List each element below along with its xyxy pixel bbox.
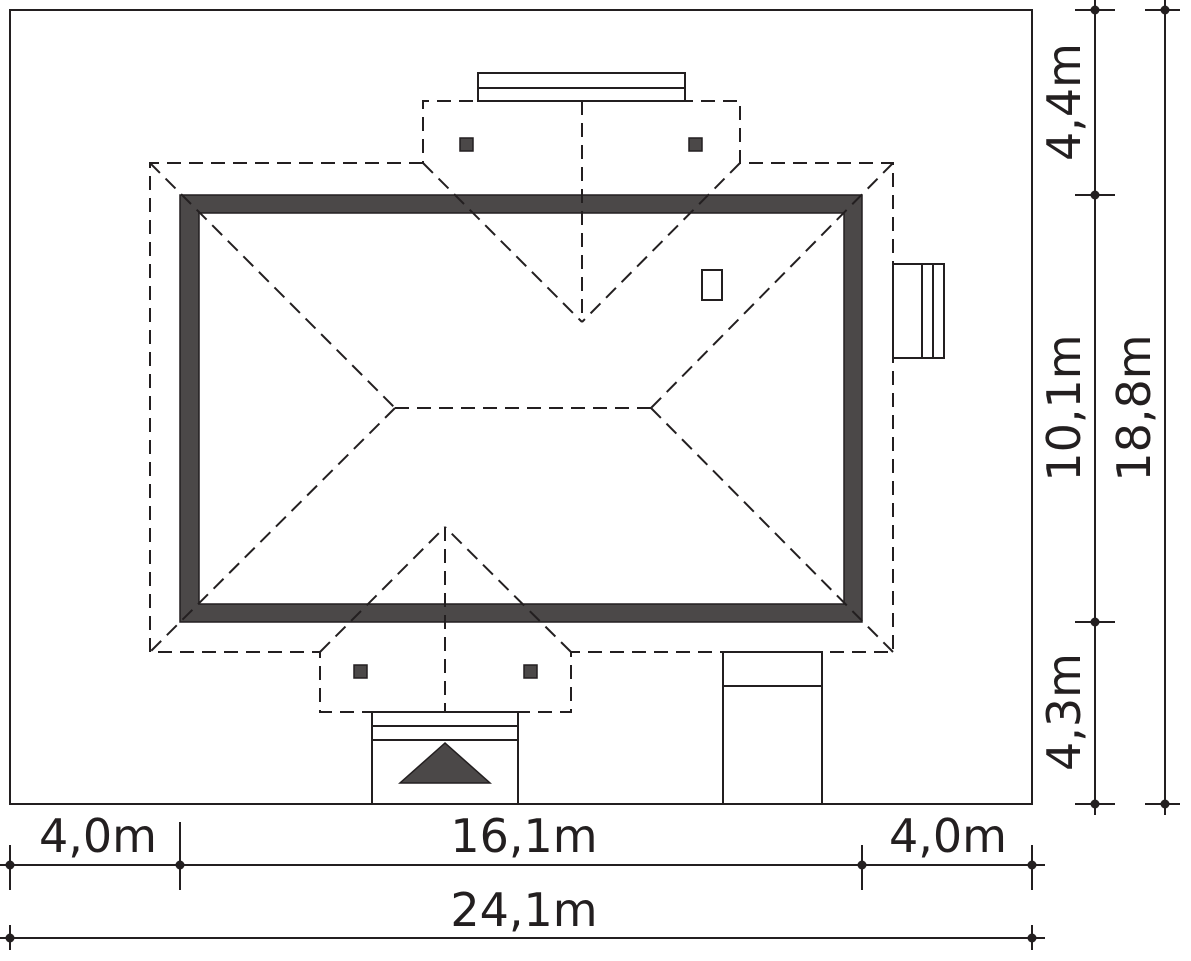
roof-window (701, 269, 723, 301)
dimension-left-setback: 4,0m (39, 809, 157, 863)
entrance-path (371, 711, 519, 804)
column-icon (523, 664, 538, 679)
dimension-right-setback: 4,0m (889, 809, 1007, 863)
dimension-plot-depth: 18,8m (1107, 334, 1161, 481)
column-icon (353, 664, 368, 679)
rear-steps (477, 72, 686, 102)
dimension-plot-width: 24,1m (450, 883, 597, 937)
dimension-front-setback: 4,3m (1037, 653, 1091, 771)
plot-boundary (9, 9, 1033, 805)
house-walls (179, 194, 863, 623)
roof-hips (149, 101, 894, 712)
bottom-dimension-lines (0, 822, 1045, 950)
dimension-rear-setback: 4,4m (1037, 43, 1091, 161)
right-dimension-lines (1075, 0, 1180, 815)
column-icon (688, 137, 703, 152)
dimension-house-width: 16,1m (450, 809, 597, 863)
side-steps (892, 263, 945, 359)
dimension-house-depth: 10,1m (1037, 334, 1091, 481)
entrance-arrow-icon (398, 741, 492, 784)
driveway (722, 651, 823, 804)
column-icon (459, 137, 474, 152)
